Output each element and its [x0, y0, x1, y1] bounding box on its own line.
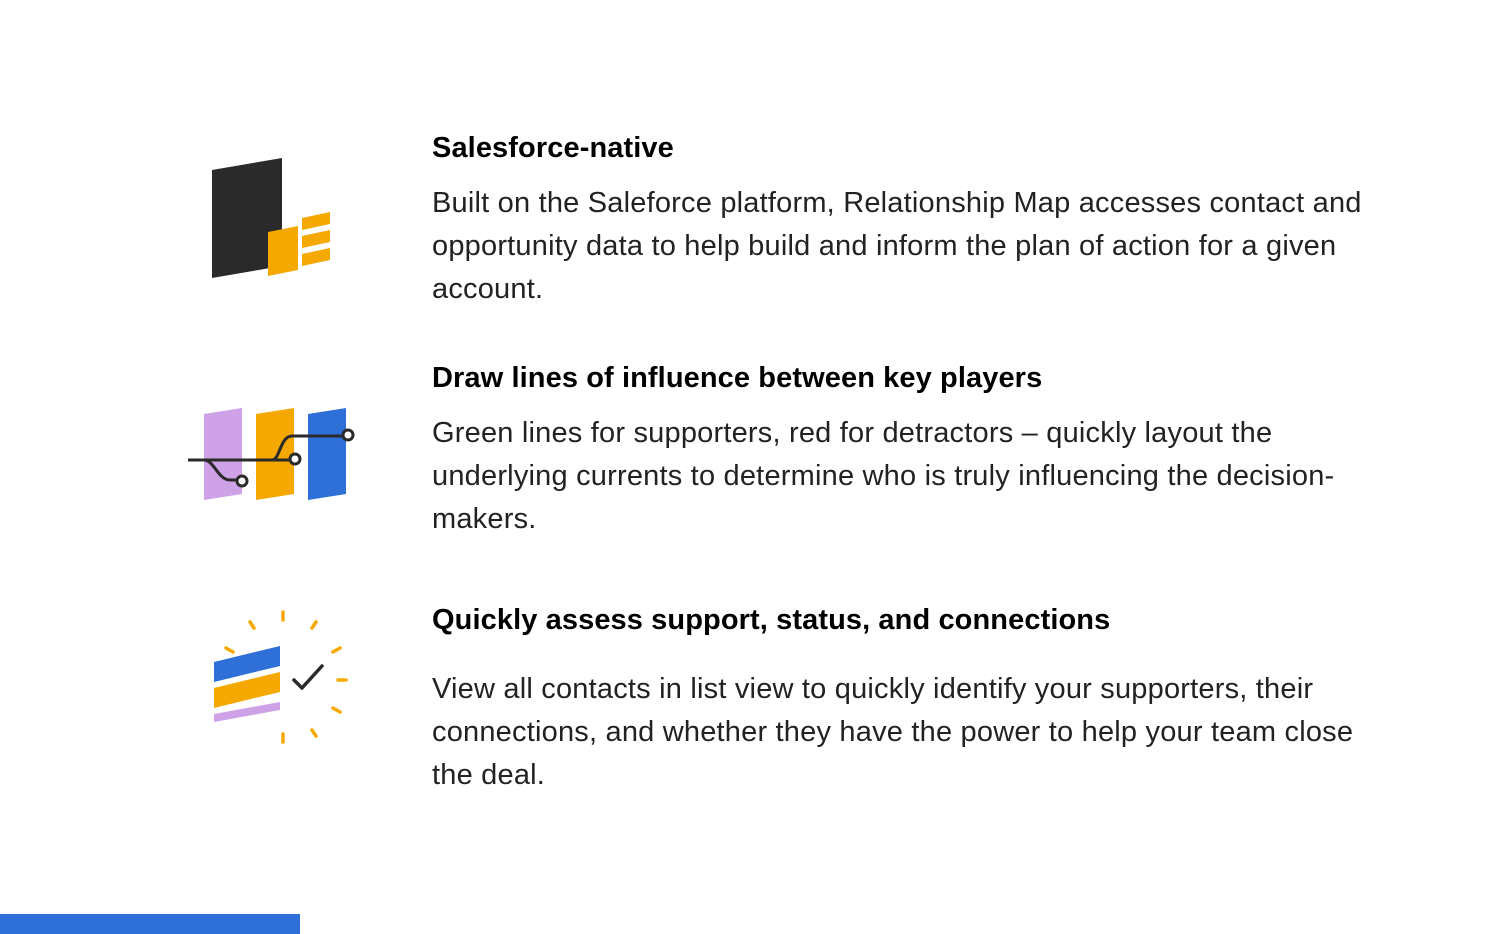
- feature-description: Built on the Saleforce platform, Relatio…: [432, 187, 1362, 305]
- feature-description: Green lines for supporters, red for detr…: [432, 417, 1335, 535]
- bottom-accent-bar: [0, 914, 300, 934]
- feature-title: Quickly assess support, status, and conn…: [432, 604, 1111, 636]
- salesforce-document-icon: [180, 154, 370, 304]
- list-check-icon: [180, 606, 370, 756]
- feature-title: Salesforce-native: [432, 132, 674, 164]
- influence-lines-icon: [180, 398, 370, 548]
- feature-title: Draw lines of influence between key play…: [432, 362, 1043, 394]
- feature-description: View all contacts in list view to quickl…: [432, 673, 1354, 791]
